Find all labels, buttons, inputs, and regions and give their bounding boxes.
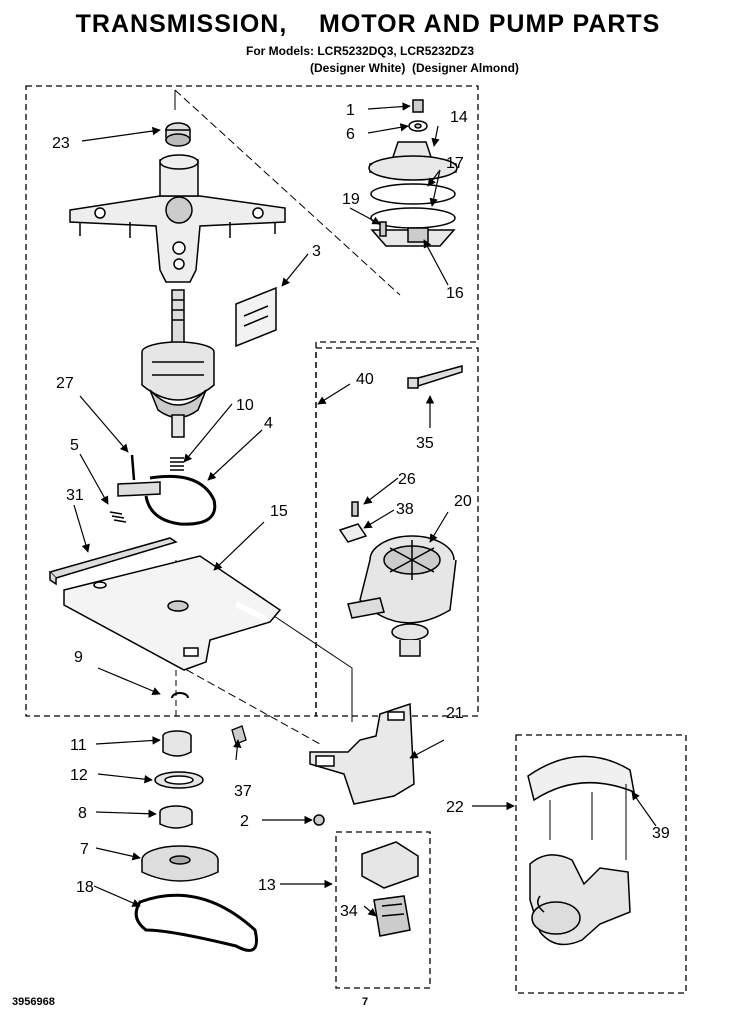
callout-21: 21 <box>446 705 464 722</box>
models-line: For Models: LCR5232DQ3, LCR5232DZ3 <box>246 44 475 58</box>
part-number: 3956968 <box>12 996 55 1008</box>
callout-22: 22 <box>446 799 464 816</box>
motor-screw-bracket-parts <box>338 501 368 543</box>
pump-bracket-part <box>309 702 415 805</box>
callout-15: 15 <box>270 503 288 520</box>
callout-4: 4 <box>264 415 273 432</box>
leader-lines <box>73 102 657 917</box>
small-clip-part <box>231 725 247 745</box>
callout-31: 31 <box>66 487 84 504</box>
callout-40: 40 <box>356 371 374 388</box>
callout-9: 9 <box>74 649 83 666</box>
hex-nut-part <box>313 814 325 826</box>
shield-plate-part <box>235 286 277 348</box>
callout-37: 37 <box>234 783 252 800</box>
switch-group-box <box>335 831 431 989</box>
page-number: 7 <box>362 996 369 1008</box>
snap-ring-part <box>171 692 189 699</box>
transmission-group-box <box>25 85 479 717</box>
callout-1: 1 <box>346 102 355 119</box>
hub-nut-part <box>165 122 191 147</box>
pump-part <box>529 854 631 946</box>
spider-part <box>69 154 286 283</box>
pump-cover-lines <box>549 784 627 860</box>
callout-12: 12 <box>70 767 88 784</box>
motor-part <box>347 535 457 657</box>
callout-38: 38 <box>396 501 414 518</box>
transmission-part <box>141 341 215 438</box>
drive-shaft-part <box>171 289 185 349</box>
callout-3: 3 <box>312 243 321 260</box>
switch-part <box>361 841 419 937</box>
callout-10: 10 <box>236 397 254 414</box>
callout-16: 16 <box>446 285 464 302</box>
callout-23: 23 <box>52 135 70 152</box>
callout-7: 7 <box>80 841 89 858</box>
callout-26: 26 <box>398 471 416 488</box>
mounting-plate-part <box>63 555 282 671</box>
callout-labels: 23 1 6 14 17 19 16 3 10 4 27 5 31 15 9 1… <box>52 102 670 920</box>
callout-39: 39 <box>652 825 670 842</box>
screw-and-clip-part <box>379 221 429 243</box>
callout-27: 27 <box>56 375 74 392</box>
pulley-part <box>141 845 219 882</box>
pump-cover-part <box>527 755 635 802</box>
callout-14: 14 <box>450 109 468 126</box>
callout-20: 20 <box>454 493 472 510</box>
shim-bar-part <box>48 537 178 586</box>
variants-line: (Designer White) (Designer Almond) <box>310 61 519 75</box>
callout-13: 13 <box>258 877 276 894</box>
bushing-stack-parts <box>154 730 204 829</box>
callout-2: 2 <box>240 813 249 830</box>
brake-band-parts <box>109 454 217 526</box>
callout-18: 18 <box>76 879 94 896</box>
callout-35: 35 <box>416 435 434 452</box>
bolt-washer-part <box>408 99 428 132</box>
drive-belt-part <box>134 893 258 952</box>
pump-cover-group-box <box>515 734 687 994</box>
page-title: TRANSMISSION, MOTOR AND PUMP PARTS <box>75 10 661 38</box>
callout-6: 6 <box>346 126 355 143</box>
callout-19: 19 <box>342 191 360 208</box>
callout-17: 17 <box>446 155 464 172</box>
callout-34: 34 <box>340 903 358 920</box>
callout-5: 5 <box>70 437 79 454</box>
callout-8: 8 <box>78 805 87 822</box>
callout-11: 11 <box>70 737 87 754</box>
cable-tie-part <box>407 365 463 389</box>
